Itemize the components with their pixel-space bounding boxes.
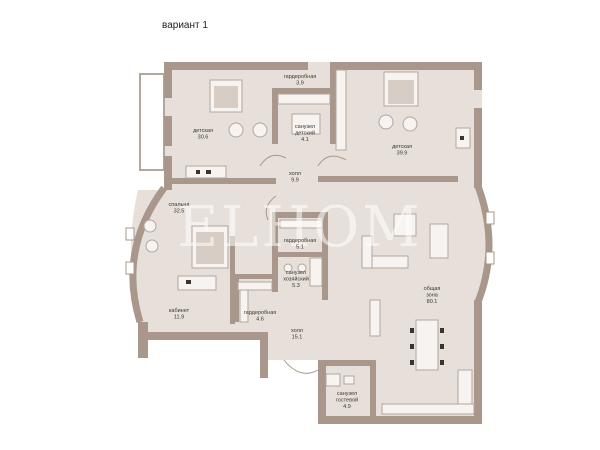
room-name-label: холл	[289, 171, 301, 177]
room-area-label: 39.9	[397, 151, 408, 157]
room-name-label: детская	[193, 128, 213, 134]
right-bay-wall	[474, 184, 493, 304]
wardrobe-shelves	[237, 69, 347, 323]
living-furniture	[361, 213, 449, 337]
left-bay-wall	[129, 185, 167, 324]
bathroom-fixtures	[283, 113, 355, 387]
room-name-label: гардеробная	[244, 310, 277, 316]
room-name-label: спальня	[169, 202, 190, 208]
room-labels: гардеробная3.9детская30.6санузелдетский4…	[169, 74, 441, 410]
kitchen	[381, 369, 475, 415]
desks	[177, 127, 471, 291]
interior-walls	[164, 70, 458, 416]
room-area-label: 32.5	[174, 209, 185, 215]
room-name-label: хозяйский	[283, 276, 309, 283]
balcony	[139, 73, 165, 171]
outer-walls	[138, 62, 482, 424]
bed-children-left	[209, 79, 243, 113]
room-name-label: холл	[291, 328, 303, 334]
bed-bedroom	[191, 225, 229, 269]
room-name-label: детская	[392, 144, 412, 150]
room-area-label: 4.1	[301, 137, 309, 143]
room-name-label: санузел	[337, 391, 357, 397]
window-marks	[125, 211, 495, 275]
desk-lamps	[186, 136, 464, 284]
room-area-label: 5.3	[292, 283, 300, 289]
door-swings	[259, 154, 347, 374]
room-area-label: 15.1	[292, 335, 303, 341]
room-name-label: гардеробная	[284, 238, 317, 244]
plan-title: вариант 1	[162, 20, 208, 31]
room-area-label: 30.6	[198, 135, 209, 141]
room-name-label: санузел	[286, 270, 306, 276]
room-area-label: 80.1	[427, 299, 438, 305]
room-name-label: гостевой	[336, 397, 358, 404]
watermark: ELHOM	[177, 195, 422, 260]
room-area-label: 9.9	[291, 178, 299, 184]
room-name-label: детский	[295, 130, 315, 137]
room-name-label: кабинет	[169, 308, 190, 314]
seating	[143, 114, 418, 253]
room-area-label: 11.9	[174, 315, 184, 321]
bed-children-right	[383, 71, 419, 107]
room-area-label: 5.1	[296, 245, 304, 251]
room-area-label: 4.9	[343, 404, 351, 410]
room-area-label: 4.6	[256, 317, 264, 323]
dining-table	[410, 319, 444, 371]
room-name-label: гардеробная	[284, 74, 317, 80]
room-area-label: 3.9	[296, 81, 304, 87]
room-name-label: санузел	[295, 124, 315, 130]
room-name-label: общая	[424, 286, 441, 292]
room-name-label: зона	[426, 293, 439, 299]
